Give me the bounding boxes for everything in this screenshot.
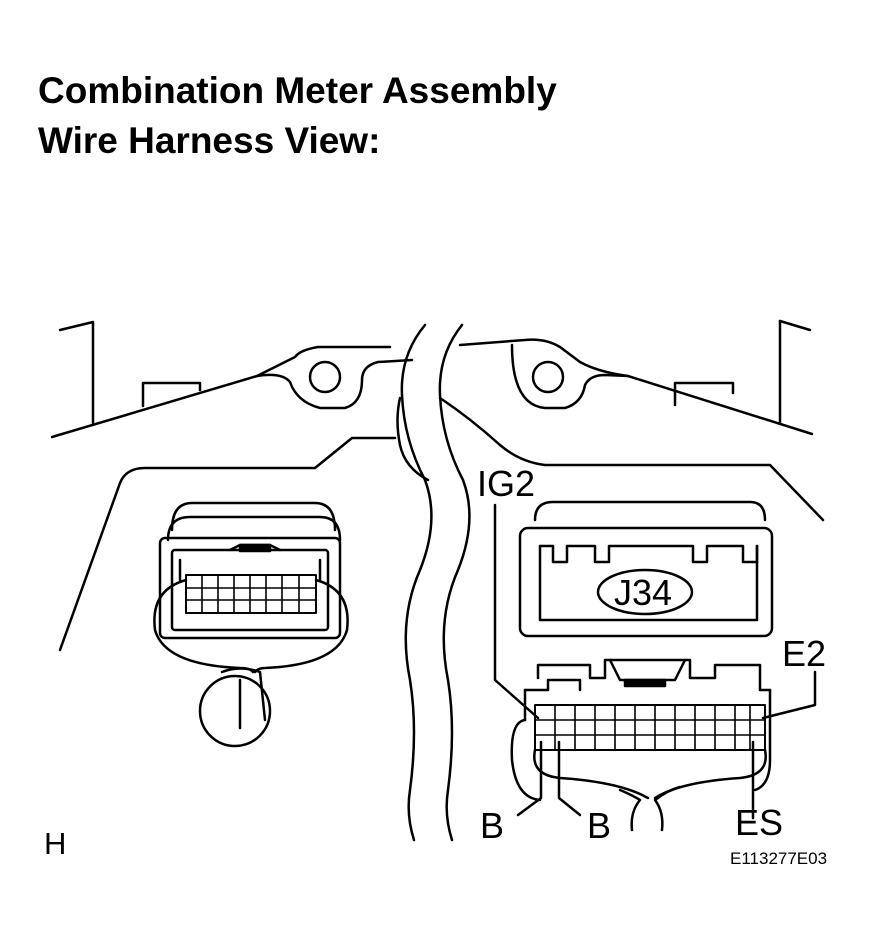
ig2-leader	[493, 503, 540, 720]
b-pin-label-2: B	[587, 805, 612, 846]
e2-pin-label: E2	[782, 633, 827, 674]
break-line	[396, 323, 471, 842]
e2-leader	[761, 670, 817, 720]
corner-letter: H	[44, 826, 67, 861]
title-line-1: Combination Meter Assembly	[38, 70, 557, 111]
j34-label-ellipse	[596, 568, 694, 616]
housing-left	[50, 320, 414, 652]
b1-leader	[516, 740, 543, 817]
leader-lines	[493, 503, 817, 820]
es-pin-label: ES	[735, 802, 784, 843]
figure-id: E113277E03	[730, 849, 828, 868]
housing-right	[438, 319, 825, 522]
b-pin-label-1: B	[480, 805, 505, 846]
pin-connector	[510, 658, 772, 832]
b2-leader	[557, 740, 582, 817]
title-line-2: Wire Harness View:	[38, 120, 381, 161]
ig2-pin-label: IG2	[477, 463, 536, 504]
mount-hole-right	[531, 360, 565, 394]
j34-connector	[518, 500, 774, 638]
mount-hole-left	[308, 360, 342, 394]
j34-connector-code: J34	[614, 572, 673, 613]
left-connector	[153, 501, 349, 748]
